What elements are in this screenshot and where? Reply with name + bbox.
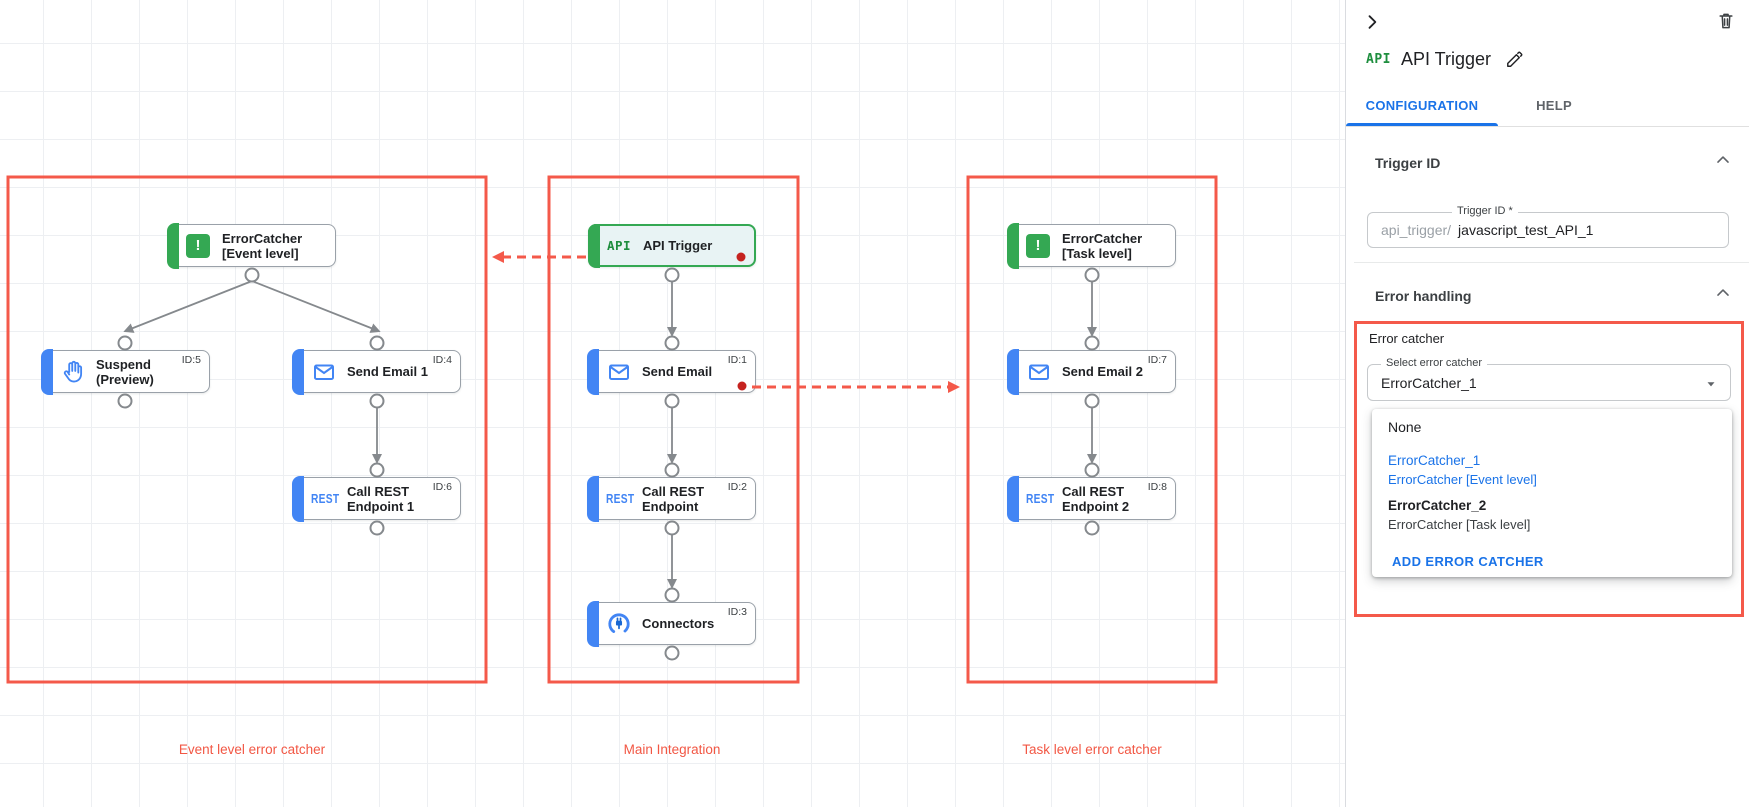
node-accent-bar <box>291 475 304 522</box>
connector-layer <box>6 175 1218 684</box>
error-catcher-group-label: Error catcher <box>1369 331 1445 346</box>
trigger-id-field-label: Trigger ID * <box>1452 205 1518 217</box>
tab-configuration[interactable]: CONFIGURATION <box>1346 84 1498 126</box>
add-error-catcher-button[interactable]: ADD ERROR CATCHER <box>1392 554 1544 569</box>
node-id: ID:8 <box>1147 481 1167 493</box>
node-error-catcher-event[interactable]: ! ErrorCatcher [Event level] <box>166 222 336 269</box>
node-accent-bar <box>166 222 179 269</box>
node-id: ID:4 <box>432 354 452 366</box>
group-label-event-level: Event level error catcher <box>178 742 326 757</box>
collapse-error-handling-button[interactable] <box>1713 283 1733 308</box>
api-icon: API <box>607 238 632 253</box>
email-icon <box>314 364 334 380</box>
node-accent-bar <box>587 223 600 268</box>
panel-tabs: CONFIGURATION HELP <box>1346 84 1749 127</box>
rest-icon: REST <box>1026 491 1055 506</box>
node-call-rest-endpoint-2[interactable]: REST Call REST Endpoint 2 ID:8 <box>1006 475 1176 522</box>
node-connectors[interactable]: Connectors ID:3 <box>586 600 756 647</box>
chevron-up-icon <box>1717 156 1729 163</box>
integration-canvas[interactable]: ! ErrorCatcher [Event level] Suspend (Pr… <box>0 0 1345 807</box>
node-label: API Trigger <box>643 238 713 253</box>
trigger-id-value[interactable]: javascript_test_API_1 <box>1458 222 1594 238</box>
node-accent-bar <box>1006 222 1019 269</box>
email-icon <box>609 364 629 380</box>
error-catcher-dropdown: None ErrorCatcher_1 ErrorCatcher [Event … <box>1372 409 1732 577</box>
rest-icon: REST <box>606 491 635 506</box>
node-suspend[interactable]: Suspend (Preview) ID:5 <box>40 348 210 395</box>
caret-down-icon <box>1707 382 1715 387</box>
group-label-task-level: Task level error catcher <box>1022 742 1162 757</box>
node-send-email-1[interactable]: Send Email 1 ID:4 <box>291 348 461 395</box>
collapse-panel-button[interactable] <box>1359 9 1385 35</box>
email-icon <box>1029 364 1049 380</box>
panel-title: API Trigger <box>1400 48 1492 69</box>
node-call-rest-endpoint-1[interactable]: REST Call REST Endpoint 1 ID:6 <box>291 475 461 522</box>
edit-title-button[interactable] <box>1501 46 1527 72</box>
option-error-catcher-2-desc[interactable]: ErrorCatcher [Task level] <box>1388 517 1531 532</box>
error-catcher-highlight-box: Error catcher Select error catcher Error… <box>1354 321 1744 617</box>
select-error-catcher-label: Select error catcher <box>1381 357 1487 369</box>
error-catcher-icon: ! <box>186 233 210 258</box>
node-call-rest-endpoint[interactable]: REST Call REST Endpoint ID:2 <box>586 475 756 522</box>
select-error-catcher[interactable]: Select error catcher ErrorCatcher_1 <box>1367 357 1731 401</box>
node-accent-bar <box>1006 348 1019 395</box>
trigger-id-prefix: api_trigger/ <box>1381 222 1452 238</box>
hand-icon <box>63 360 83 382</box>
tab-help[interactable]: HELP <box>1536 97 1572 113</box>
api-trigger-logo-icon: API <box>1366 51 1391 67</box>
chevron-right-icon <box>1368 15 1377 29</box>
group-label-main-integration: Main Integration <box>623 742 721 757</box>
node-label: ErrorCatcher [Task level] <box>1062 230 1143 261</box>
trigger-id-field[interactable]: Trigger ID * api_trigger/ javascript_tes… <box>1367 205 1729 248</box>
node-label: Send Email <box>642 364 713 379</box>
node-send-email-2[interactable]: Send Email 2 ID:7 <box>1006 348 1176 395</box>
error-catcher-icon: ! <box>1026 233 1050 258</box>
node-accent-bar <box>586 348 599 395</box>
select-error-catcher-value: ErrorCatcher_1 <box>1381 374 1477 391</box>
chevron-up-icon <box>1717 289 1729 296</box>
pencil-icon <box>1506 51 1522 67</box>
node-id: ID:6 <box>432 481 452 493</box>
error-handling-section-title: Error handling <box>1375 287 1472 304</box>
node-label: Send Email 2 <box>1062 364 1143 379</box>
node-accent-bar <box>586 475 599 522</box>
node-accent-bar <box>40 348 53 395</box>
node-send-email[interactable]: Send Email ID:1 <box>586 348 756 395</box>
rest-icon: REST <box>311 491 340 506</box>
node-id: ID:3 <box>727 606 747 618</box>
node-label: Connectors <box>642 616 715 631</box>
delete-button[interactable] <box>1713 8 1739 34</box>
trash-icon <box>1719 13 1733 29</box>
node-label: Send Email 1 <box>347 364 428 379</box>
node-id: ID:7 <box>1147 354 1167 366</box>
option-none[interactable]: None <box>1388 419 1422 435</box>
option-error-catcher-1[interactable]: ErrorCatcher_1 <box>1388 453 1481 468</box>
node-accent-bar <box>291 348 304 395</box>
config-panel: API API Trigger CONFIGURATION HELP Trigg… <box>1345 0 1749 807</box>
node-id: ID:1 <box>727 354 747 366</box>
node-id: ID:2 <box>727 481 747 493</box>
node-label: ErrorCatcher [Event level] <box>222 230 303 261</box>
option-error-catcher-1-desc[interactable]: ErrorCatcher [Event level] <box>1388 472 1537 487</box>
trigger-id-section-title: Trigger ID <box>1375 154 1441 171</box>
collapse-trigger-id-button[interactable] <box>1713 150 1733 175</box>
node-error-catcher-task[interactable]: ! ErrorCatcher [Task level] <box>1006 222 1176 269</box>
option-error-catcher-2[interactable]: ErrorCatcher_2 <box>1388 498 1487 513</box>
connectors-icon <box>608 612 630 635</box>
node-api-trigger[interactable]: API API Trigger <box>587 223 756 268</box>
node-id: ID:5 <box>181 354 201 366</box>
node-accent-bar <box>1006 475 1019 522</box>
node-accent-bar <box>586 600 599 647</box>
section-divider <box>1354 262 1749 263</box>
